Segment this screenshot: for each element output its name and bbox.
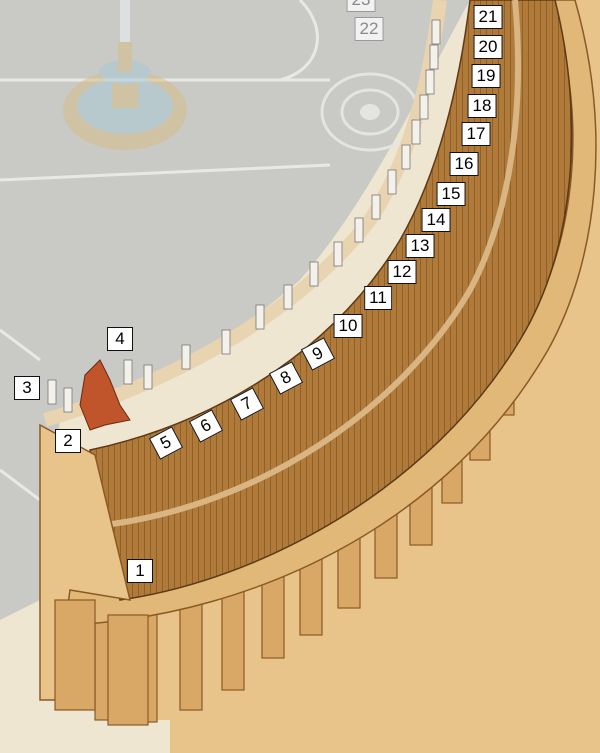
- marker-13: 13: [405, 234, 435, 258]
- marker-1: 1: [127, 559, 153, 583]
- marker-23: 23: [346, 0, 376, 12]
- fountain: [63, 0, 187, 150]
- marker-16: 16: [449, 152, 479, 176]
- marker-14: 14: [421, 208, 451, 232]
- marker-18: 18: [467, 94, 497, 118]
- marker-2: 2: [55, 429, 81, 453]
- marker-19: 19: [471, 64, 501, 88]
- highlighted-statue: [79, 359, 131, 431]
- marker-3: 3: [14, 376, 40, 400]
- marker-17: 17: [461, 122, 491, 146]
- marker-21: 21: [473, 5, 503, 29]
- statue-row: [47, 19, 441, 413]
- marker-4: 4: [107, 327, 133, 351]
- marker-20: 20: [473, 35, 503, 59]
- marker-15: 15: [436, 182, 466, 206]
- marker-10: 10: [333, 314, 363, 338]
- marker-12: 12: [387, 260, 417, 284]
- marker-22: 22: [354, 17, 384, 41]
- roof-ridge: [104, 0, 521, 528]
- colonnade-outer-wall: [70, 0, 600, 753]
- roof: [89, 0, 573, 601]
- marker-11: 11: [364, 286, 392, 310]
- piazza-ground: [0, 0, 470, 620]
